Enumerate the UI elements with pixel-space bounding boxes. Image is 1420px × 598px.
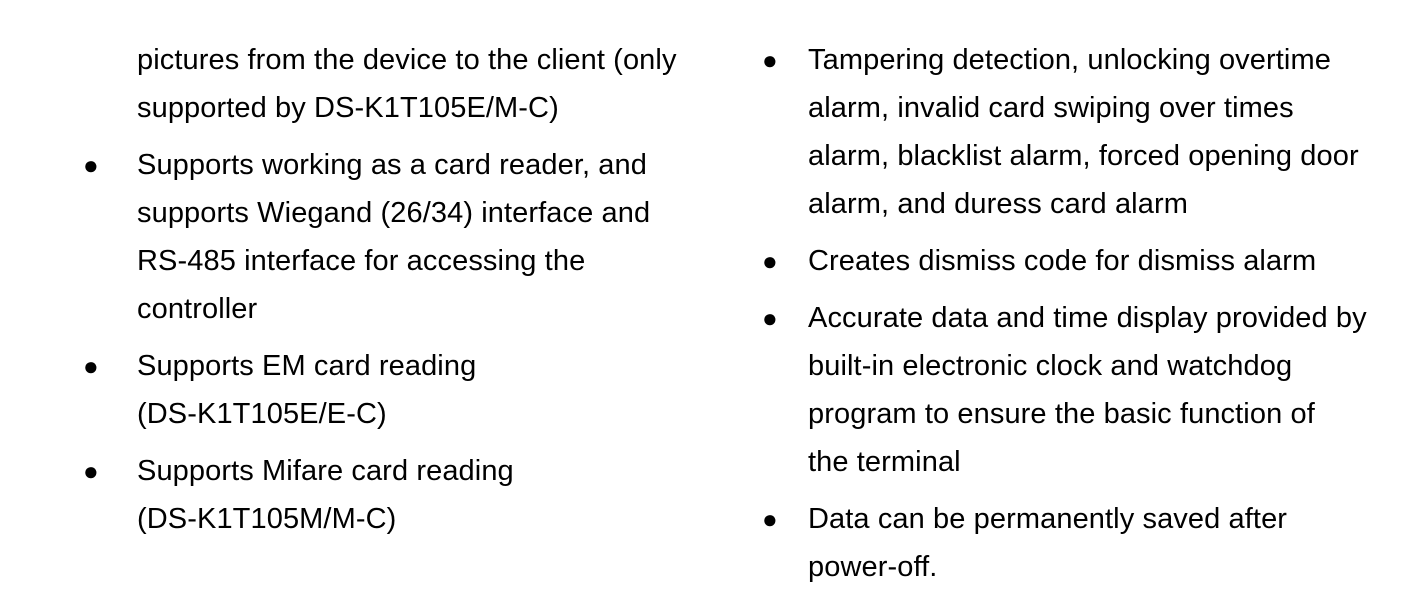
feature-list-right-column: ● Tampering detection, unlocking overtim… — [762, 36, 1412, 598]
text-line: Supports working as a card reader, and — [137, 149, 647, 181]
text-line: pictures from the device to the client (… — [137, 44, 677, 76]
list-item-text: pictures from the device to the client (… — [137, 36, 743, 132]
text-line: built-in electronic clock and watchdog — [808, 350, 1293, 382]
text-line: Accurate data and time display provided … — [808, 302, 1367, 334]
text-line: Creates dismiss code for dismiss alarm — [808, 245, 1317, 277]
text-line: Supports Mifare card reading — [137, 455, 514, 487]
list-item-text: Supports working as a card reader, and s… — [137, 141, 743, 333]
text-line: supports Wiegand (26/34) interface and — [137, 197, 651, 229]
text-line: Supports EM card reading — [137, 350, 477, 382]
bullet-icon: ● — [762, 45, 778, 75]
list-item: ● Supports working as a card reader, and… — [83, 141, 743, 333]
text-line: controller — [137, 293, 258, 325]
bullet-icon: ● — [83, 150, 99, 180]
text-line: program to ensure the basic function of — [808, 398, 1315, 430]
list-item-text: Supports Mifare card reading (DS-K1T105M… — [137, 447, 743, 543]
bullet-icon: ● — [83, 351, 99, 381]
text-line: RS-485 interface for accessing the — [137, 245, 586, 277]
list-item-text: Tampering detection, unlocking overtime … — [808, 36, 1412, 228]
text-line: supported by DS-K1T105E/M-C) — [137, 92, 559, 124]
text-line: alarm, blacklist alarm, forced opening d… — [808, 140, 1359, 172]
bullet-icon: ● — [762, 303, 778, 333]
text-line: Data can be permanently saved after — [808, 503, 1288, 535]
text-line: (DS-K1T105M/M-C) — [137, 503, 397, 535]
feature-list-left-column: pictures from the device to the client (… — [83, 36, 743, 552]
text-line: (DS-K1T105E/E-C) — [137, 398, 387, 430]
list-item: ● Tampering detection, unlocking overtim… — [762, 36, 1412, 228]
text-line: alarm, and duress card alarm — [808, 188, 1188, 220]
bullet-icon: ● — [762, 246, 778, 276]
list-item-continuation: pictures from the device to the client (… — [83, 36, 743, 132]
text-line: Tampering detection, unlocking overtime — [808, 44, 1331, 76]
list-item: ● Creates dismiss code for dismiss alarm — [762, 237, 1412, 285]
text-line: power-off. — [808, 551, 938, 583]
list-item-text: Creates dismiss code for dismiss alarm — [808, 237, 1412, 285]
list-item: ● Supports Mifare card reading (DS-K1T10… — [83, 447, 743, 543]
list-item: ● Data can be permanently saved after po… — [762, 495, 1412, 591]
bullet-icon: ● — [762, 504, 778, 534]
bullet-icon: ● — [83, 456, 99, 486]
list-item-text: Accurate data and time display provided … — [808, 294, 1412, 486]
list-item-text: Data can be permanently saved after powe… — [808, 495, 1412, 591]
text-line: the terminal — [808, 446, 961, 478]
text-line: alarm, invalid card swiping over times — [808, 92, 1294, 124]
list-item: ● Supports EM card reading (DS-K1T105E/E… — [83, 342, 743, 438]
list-item-text: Supports EM card reading (DS-K1T105E/E-C… — [137, 342, 743, 438]
list-item: ● Accurate data and time display provide… — [762, 294, 1412, 486]
